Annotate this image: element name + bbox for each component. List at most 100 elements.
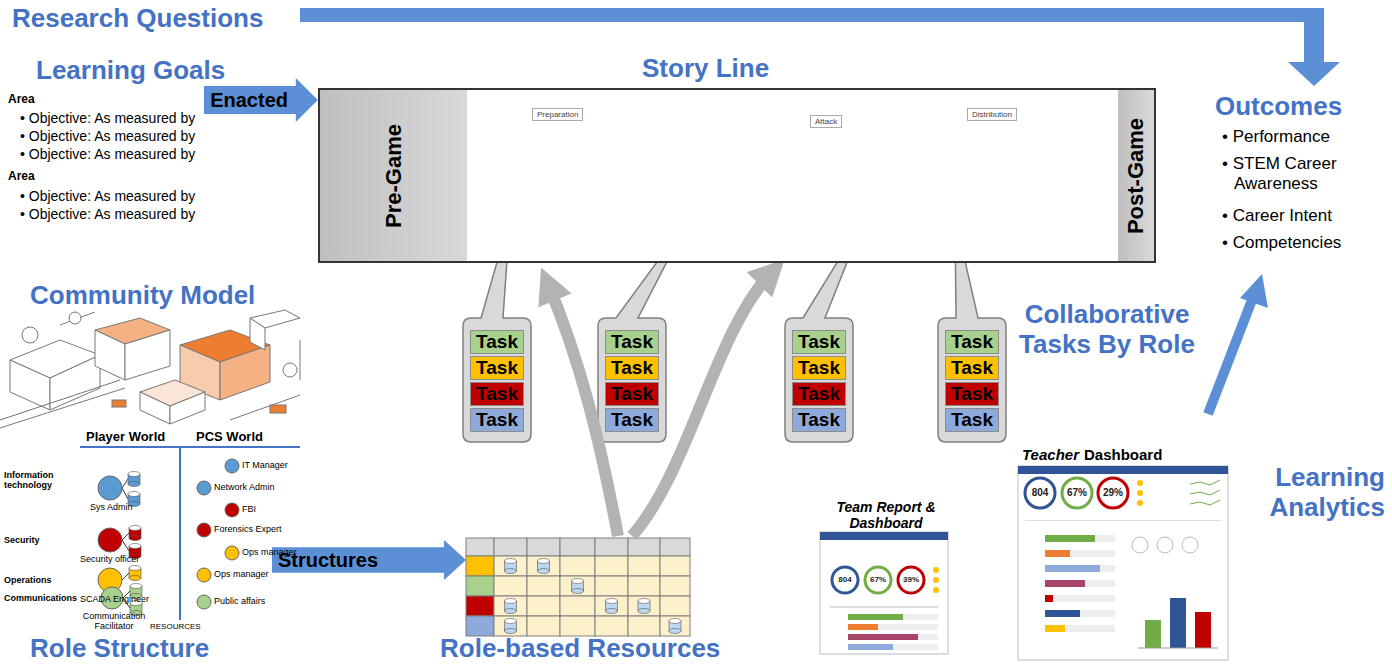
role-name: FBI [242, 504, 256, 514]
kpi-number: 804 [1025, 487, 1055, 499]
role-name: SCADA Engineer [80, 594, 149, 604]
resource-cylinder [128, 492, 140, 497]
task-label: Task [476, 383, 518, 405]
outcome-item: • STEM Career Awareness [1222, 154, 1382, 193]
section-heading: Outcomes [1215, 92, 1342, 122]
table-cell [466, 596, 494, 616]
task-label: Task [611, 357, 653, 379]
outcome-item: • Performance [1222, 127, 1330, 147]
table-cell [560, 616, 595, 636]
resource-cylinder [129, 536, 141, 541]
kpi-number: 67% [866, 575, 890, 584]
task-box: Task [605, 330, 659, 354]
tag-label: Preparation [537, 110, 578, 119]
resource-cylinder [638, 609, 650, 614]
resource-cylinder [129, 576, 141, 581]
table-cell [560, 596, 595, 616]
task-label: Task [798, 409, 840, 431]
kpi-number: 67% [1062, 487, 1092, 499]
kpi-number: 39% [899, 575, 923, 584]
phase-label: Pre-Game [381, 124, 407, 228]
table-cell [527, 576, 560, 596]
link-line [122, 488, 128, 499]
table-cell [494, 596, 527, 616]
task-label: Task [611, 331, 653, 353]
resource-cylinder [505, 599, 517, 604]
task-box: Task [792, 382, 846, 406]
table-cell [660, 576, 690, 596]
task-box: Task [945, 330, 999, 354]
role-name: IT Manager [242, 460, 288, 470]
arrow-label: Enacted [210, 89, 288, 112]
resource-cylinder [130, 584, 142, 589]
role-area: Communications [4, 593, 77, 603]
task-label: Task [798, 383, 840, 405]
resource-cylinder [606, 609, 618, 614]
phase-tag: Preparation [532, 108, 583, 121]
link-line [122, 479, 128, 488]
dashboard-title: Teacher [1022, 446, 1079, 463]
table-cell [660, 538, 690, 556]
table-cell [466, 576, 494, 596]
task-box: Task [945, 408, 999, 432]
goal-objective: • Objective: As measured by [20, 206, 195, 222]
link-line [122, 540, 129, 551]
task-label: Task [951, 383, 993, 405]
role-circle [98, 476, 122, 500]
resource-cylinder [128, 482, 140, 487]
phase-panel: Pre-Game [320, 90, 467, 261]
section-heading: Role Structure [30, 634, 209, 664]
resources-caption: RESOURCES [150, 622, 201, 631]
task-box: Task [945, 382, 999, 406]
resource-cylinder [505, 569, 517, 574]
role-name: Forensics Expert [214, 524, 282, 534]
role-circle [197, 481, 211, 495]
table-cell [466, 556, 494, 576]
storyline-panel: Story LinePre-GamePreparationAttackDistr… [318, 88, 1156, 263]
table-cell [660, 596, 690, 616]
task-box: Task [605, 382, 659, 406]
table-cell [494, 616, 527, 636]
role-name: Sys Admin [90, 502, 133, 512]
role-area: Security [4, 535, 40, 545]
role-name: Public affairs [214, 596, 265, 606]
task-box: Task [945, 356, 999, 380]
section-heading: Learning Analytics [1240, 463, 1385, 523]
phase-label: Post-Game [1123, 117, 1149, 233]
section-heading: Collaborative Tasks By Role [1012, 300, 1202, 360]
goal-objective: • Objective: As measured by [20, 128, 195, 144]
table-cell [595, 538, 628, 556]
arrow-shape [272, 540, 466, 580]
task-box: Task [792, 356, 846, 380]
task-label: Task [951, 409, 993, 431]
task-label: Task [611, 383, 653, 405]
task-box: Task [605, 356, 659, 380]
analytics-arrowhead [1240, 274, 1268, 308]
city-illustration [0, 310, 300, 428]
world-heading: Player World [86, 430, 165, 445]
role-name: Ops manager [242, 547, 297, 557]
phase-panel: Post-Game [1118, 90, 1154, 261]
role-area: Information technology [4, 470, 64, 491]
goal-objective: • Objective: As measured by [20, 188, 195, 204]
resource-cylinder [505, 629, 517, 634]
resource-cylinder [129, 566, 141, 571]
table-cell [595, 596, 628, 616]
world-heading: PCS World [196, 430, 263, 445]
table-cell [628, 556, 660, 576]
table-cell [628, 596, 660, 616]
phase-tag: Distribution [967, 108, 1017, 121]
section-heading: Community Model [30, 281, 255, 311]
panel-heading: Story Line [642, 53, 769, 84]
table-cell [527, 538, 560, 556]
resource-cylinder [606, 599, 618, 604]
outcome-item: • Career Intent [1222, 206, 1332, 226]
dashboard-title: Dashboard [1084, 446, 1162, 463]
kpi-number: 29% [1098, 487, 1128, 499]
outcome-item: • Competencies [1222, 233, 1341, 253]
role-circle [98, 528, 122, 552]
table-cell [628, 576, 660, 596]
link-line [122, 533, 129, 540]
table-cell [494, 538, 527, 556]
task-label: Task [476, 331, 518, 353]
